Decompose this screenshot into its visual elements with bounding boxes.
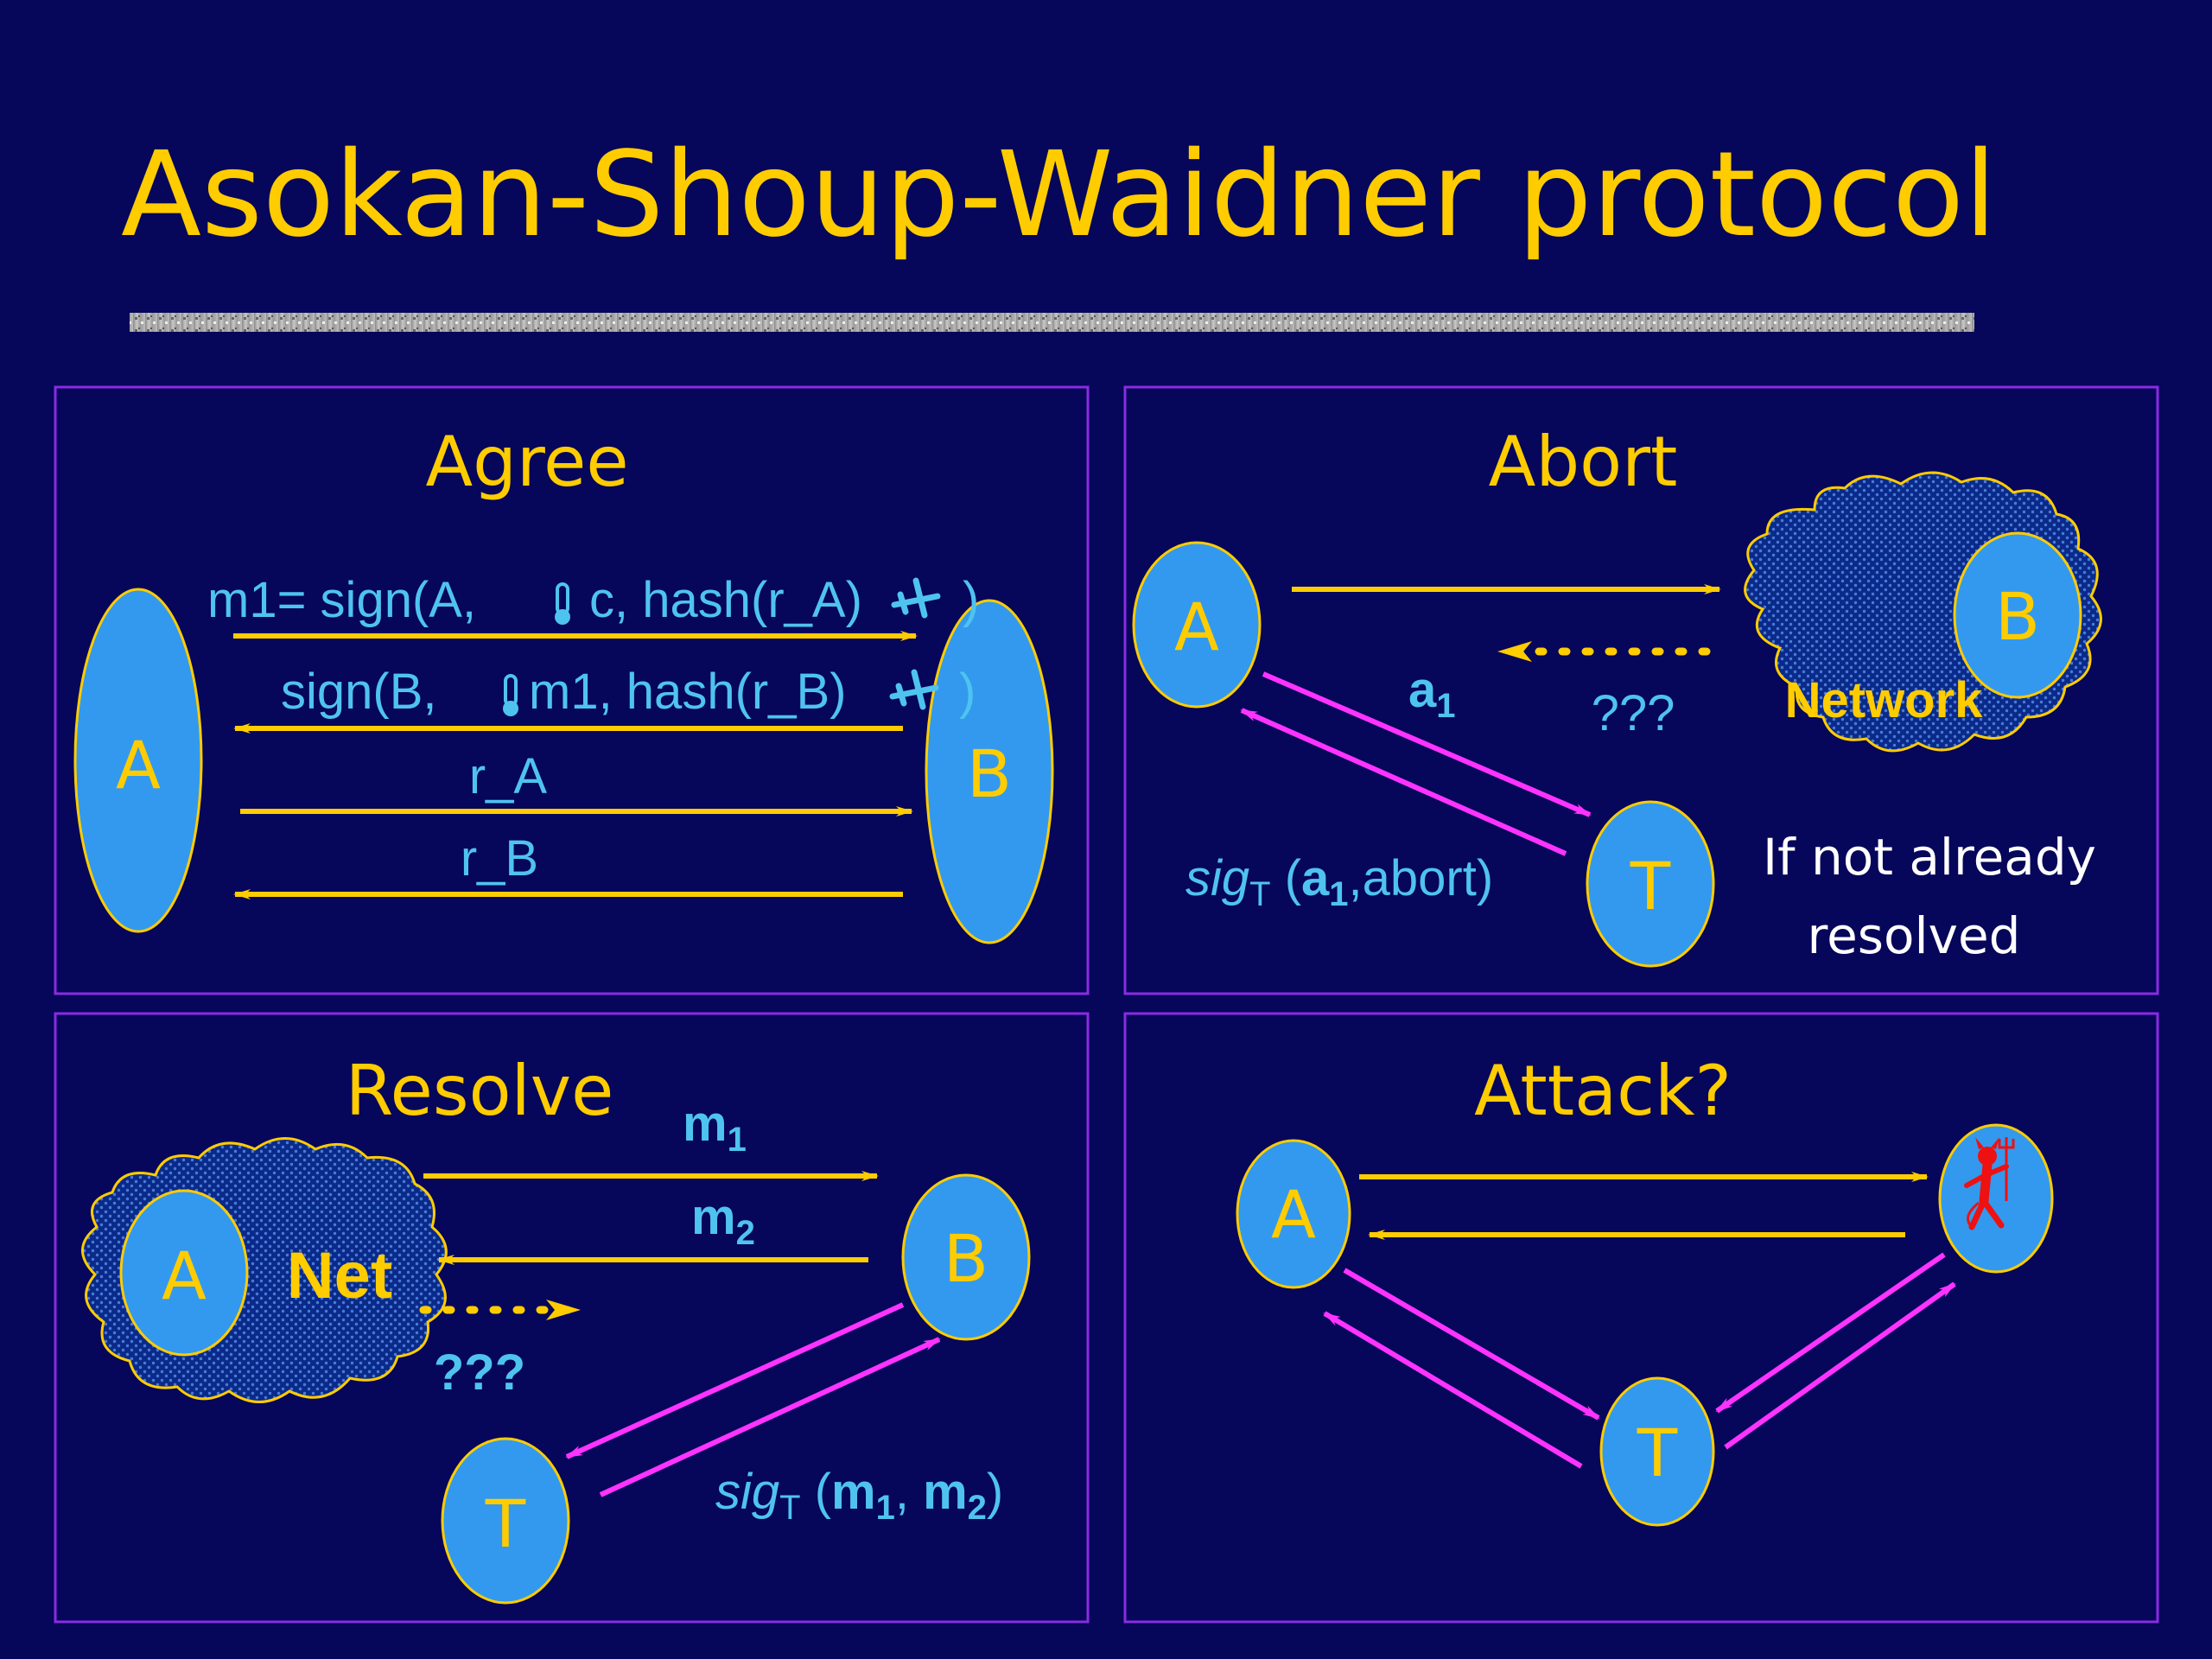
agree-msg1-pre: m1= sign(A,: [207, 572, 476, 628]
agree-node-a-label: A: [116, 727, 161, 804]
abort-node-b-label: B: [1995, 578, 2040, 655]
agree-msg3: r_A: [469, 748, 548, 804]
thermometer-icon: [555, 582, 570, 625]
abort-node-t: [1586, 800, 1715, 968]
abort-arrow-a-to-t: [1262, 671, 1592, 817]
resolve-arrow-b-to-t: [565, 1302, 905, 1459]
abort-network-label: Network: [1785, 672, 1984, 728]
resolve-sig-label: sigT (m1, m2): [715, 1464, 1003, 1527]
resolve-unknown: ???: [434, 1344, 525, 1401]
resolve-net-label: Net: [287, 1239, 392, 1313]
agree-msg2-close: ): [959, 664, 976, 720]
agree-msg1-close: ): [963, 572, 979, 628]
abort-unknown: ???: [1592, 685, 1675, 741]
attack-arrow-attacker-to-t: [1715, 1252, 1946, 1414]
resolve-arrow-t-to-b: [599, 1337, 941, 1497]
panel-attack: [1123, 1012, 2159, 1624]
attack-arrow-a-to-t: [1343, 1268, 1600, 1421]
title-rule: [130, 313, 1974, 332]
resolve-node-a: [119, 1189, 249, 1357]
resolve-node-t: [441, 1437, 570, 1605]
agree-title: Agree: [425, 422, 628, 502]
resolve-m1-label: m1: [683, 1096, 747, 1159]
attack-arrow-t-to-a: [1323, 1311, 1583, 1469]
resolve-title: Resolve: [346, 1051, 614, 1131]
slide-title: Asokan-Shoup-Waidner protocol: [121, 127, 1997, 264]
agree-node-b-label: B: [967, 735, 1012, 812]
agree-msg2-post: m1, hash(r_B): [529, 664, 846, 720]
resolve-node-t-label: T: [485, 1485, 526, 1562]
attack-arrow-t-to-attacker: [1724, 1281, 1956, 1450]
agree-node-a: [73, 588, 203, 933]
abort-sig-label: sigT (a1,abort): [1185, 850, 1493, 913]
resolve-node-a-label: A: [162, 1237, 207, 1314]
agree-node-b: [925, 599, 1054, 944]
devil-icon: [1964, 1137, 2015, 1230]
agree-msg1-post: c, hash(r_A): [589, 572, 862, 628]
attack-node-attacker: [1938, 1123, 2054, 1274]
abort-node-b: [1953, 531, 2082, 699]
attack-node-a: [1236, 1139, 1351, 1289]
resolve-node-b-label: B: [944, 1220, 988, 1297]
airplane-icon: [891, 577, 941, 619]
agree-msg2-pre: sign(B,: [281, 664, 437, 720]
abort-note-line2: resolved: [1808, 906, 2021, 965]
abort-node-a: [1132, 541, 1262, 709]
panel-abort: [1123, 385, 2159, 995]
abort-node-a-label: A: [1174, 588, 1219, 665]
attack-title: Attack?: [1474, 1051, 1732, 1131]
airplane-icon: [889, 669, 939, 710]
abort-a1-label: a1: [1408, 662, 1456, 725]
panel-resolve: [54, 1012, 1090, 1624]
thermometer-icon: [503, 674, 518, 716]
resolve-node-b: [901, 1173, 1031, 1341]
abort-node-t-label: T: [1630, 848, 1671, 925]
abort-title: Abort: [1489, 422, 1678, 502]
agree-msg4: r_B: [461, 830, 538, 887]
attack-node-t-label: T: [1637, 1414, 1678, 1491]
attack-node-a-label: A: [1271, 1176, 1316, 1253]
abort-note-line1: If not already: [1763, 828, 2096, 887]
resolve-m2-label: m2: [691, 1189, 755, 1252]
attack-node-t: [1599, 1376, 1715, 1527]
abort-arrow-t-to-a: [1240, 708, 1567, 856]
panel-agree: [54, 385, 1090, 995]
